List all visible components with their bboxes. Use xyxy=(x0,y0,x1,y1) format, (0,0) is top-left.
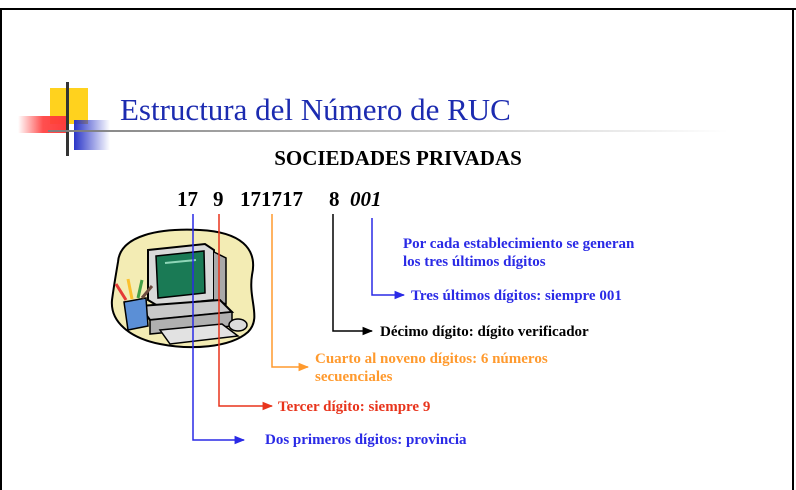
label-sequence: Cuarto al noveno dígitos: 6 números secu… xyxy=(315,350,548,386)
label-establishment-line2: los tres últimos dígitos xyxy=(403,254,546,270)
digits-province: 17 xyxy=(177,187,198,211)
right-border xyxy=(792,8,794,490)
top-border xyxy=(0,8,796,10)
label-province: Dos primeros dígitos: provincia xyxy=(265,432,467,448)
connector-sequence xyxy=(271,214,310,372)
digits-establishment: 001 xyxy=(350,187,382,211)
connector-province xyxy=(192,214,246,445)
digit-check: 8 xyxy=(329,187,340,211)
connector-check xyxy=(332,214,374,336)
label-last-three: Tres últimos dígitos: siempre 001 xyxy=(411,288,622,304)
label-establishment: Por cada establecimiento se generan los … xyxy=(403,235,634,271)
label-third-digit: Tercer dígito: siempre 9 xyxy=(278,399,431,415)
digits-sequence: 171717 xyxy=(240,187,303,211)
left-border xyxy=(0,8,2,490)
connector-establishment xyxy=(371,218,406,300)
label-sequence-line1: Cuarto al noveno dígitos: 6 números xyxy=(315,351,548,367)
connector-third xyxy=(218,214,274,411)
slide-subtitle: SOCIEDADES PRIVADAS xyxy=(274,146,522,170)
label-establishment-line1: Por cada establecimiento se generan xyxy=(403,236,635,252)
digit-third: 9 xyxy=(213,187,224,211)
slide-title: Estructura del Número de RUC xyxy=(120,92,511,127)
label-sequence-line2: secuenciales xyxy=(315,369,393,385)
label-check-digit: Décimo dígito: dígito verificador xyxy=(380,324,589,340)
